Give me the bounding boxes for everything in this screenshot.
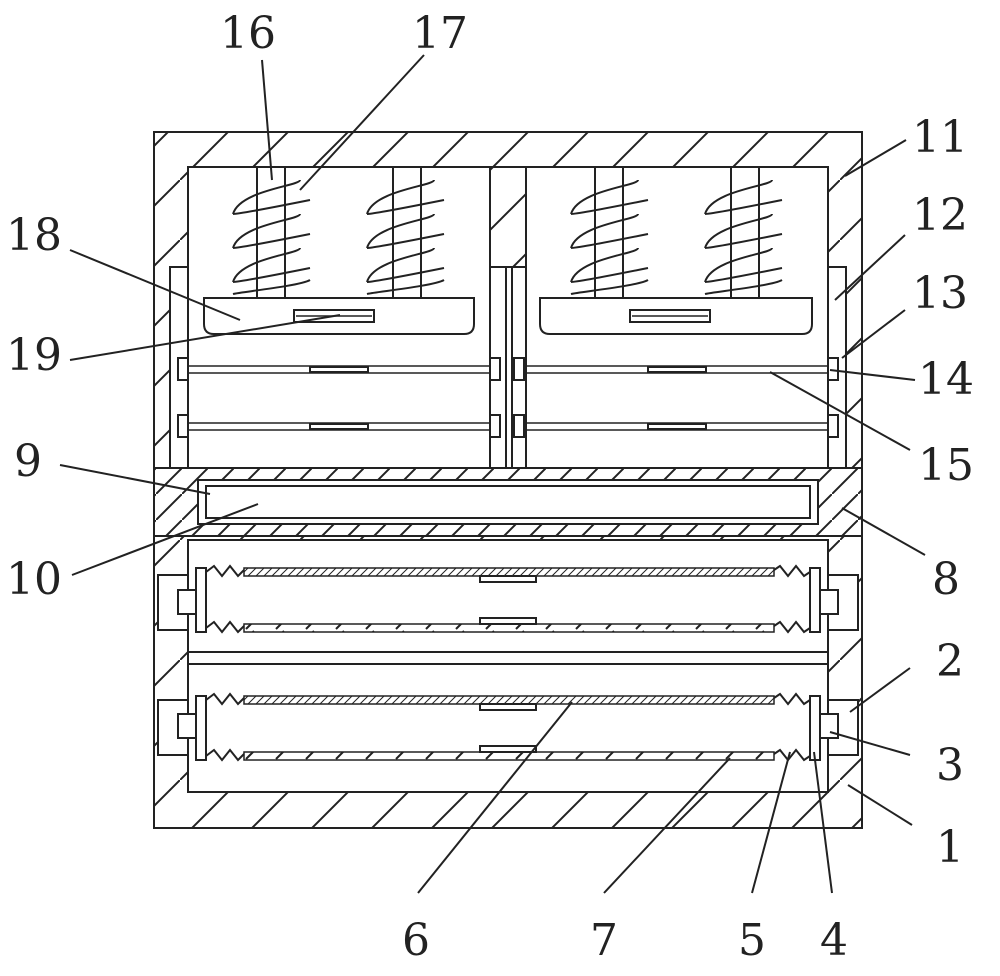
upper-right-compartment [513,166,839,469]
callout-13: 13 [912,268,968,319]
callout-7: 7 [590,915,618,966]
middle-plate [153,467,863,537]
spring-rod-right-a [570,166,649,299]
callout-2: 2 [936,636,964,687]
spring-rod-left-a [232,166,311,299]
callout-9: 9 [14,436,42,487]
callout-3: 3 [936,740,964,791]
callout-6: 6 [402,915,430,966]
leader-lines [59,54,926,894]
callout-5: 5 [738,915,766,966]
callout-11: 11 [912,112,968,163]
callout-8: 8 [932,554,960,605]
callout-14: 14 [918,354,974,405]
lower-tray-bottom [157,692,859,762]
callout-12: 12 [912,190,968,241]
callout-18: 18 [6,210,62,261]
callout-15: 15 [918,440,974,491]
callout-16: 16 [220,8,276,59]
upper-left-compartment [177,166,501,469]
callout-19: 19 [6,330,62,381]
center-divider [489,166,527,469]
callout-4: 4 [820,915,848,966]
lower-tray-top [157,564,859,665]
spring-rod-left-b [366,166,445,299]
callout-labels: 16 17 11 12 13 14 15 18 19 9 10 8 2 3 1 … [6,8,974,966]
callout-1: 1 [936,822,964,873]
spring-rod-right-b [704,166,783,299]
callout-17: 17 [412,8,468,59]
callout-10: 10 [6,554,62,605]
